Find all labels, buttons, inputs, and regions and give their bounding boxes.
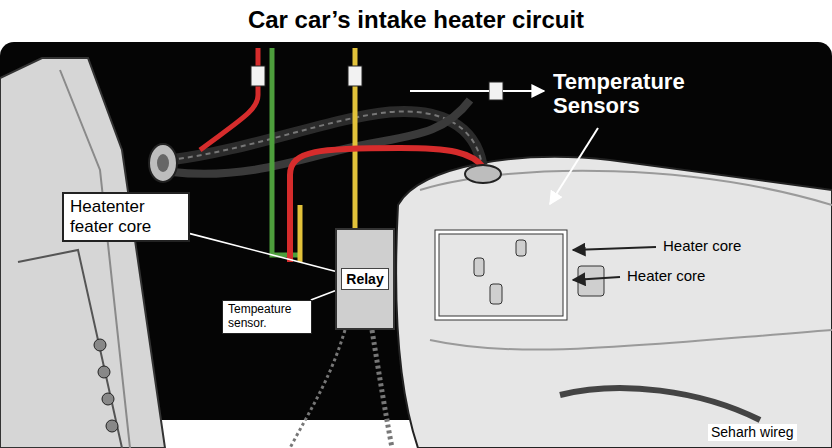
sensor-frame [437,232,565,318]
leader-arrow [573,277,620,280]
callout-label: Heater core [624,267,708,286]
red-wire [200,48,258,150]
leader-arrow [503,90,544,92]
bolt [94,339,106,351]
wire-connector [348,66,362,86]
yellow-wire [298,205,303,262]
wire-connector [251,66,265,86]
bracket-edge [60,70,130,448]
sensor-post [516,240,526,256]
leader-connector [190,234,335,272]
threaded-fitting [465,165,501,183]
connector-plug [578,266,604,296]
bolt [98,366,110,378]
hose [560,388,760,420]
leader-line [410,90,489,92]
sensor-post [474,258,484,276]
relay-box: Relay [335,228,395,330]
braided-cable [372,330,392,448]
bolt [102,393,114,405]
bracket-rail [18,250,122,448]
callout-box: Tempeature sensor. [222,300,312,334]
callout-label: Heater core [660,237,744,256]
sensor-frame-shadow [437,232,565,318]
intake-manifold [396,157,832,448]
bolt [106,420,118,432]
braided-cable [290,330,345,448]
callout-text: Tempeature sensor. [228,303,306,331]
callout-box: Heatenter feater core [62,192,190,242]
component-label: Relay [341,268,388,290]
leader-arrow [550,128,598,204]
grommet-hole [157,154,169,172]
manifold-ridge [430,330,832,350]
engine-bracket [0,58,165,448]
diagram-title: Car car’s intake heater circuit [0,6,832,34]
callout-label: Temperature Sensors [553,70,703,118]
leader-arrow [573,247,656,250]
leader-connector [311,291,335,300]
watermark-text: Seharh wireg [708,424,797,441]
sensor-post [490,284,502,304]
callout-text: Heatenter feater core [70,197,182,236]
sensor-connector [489,82,503,100]
green-wire [272,48,300,255]
grommet [149,144,177,182]
